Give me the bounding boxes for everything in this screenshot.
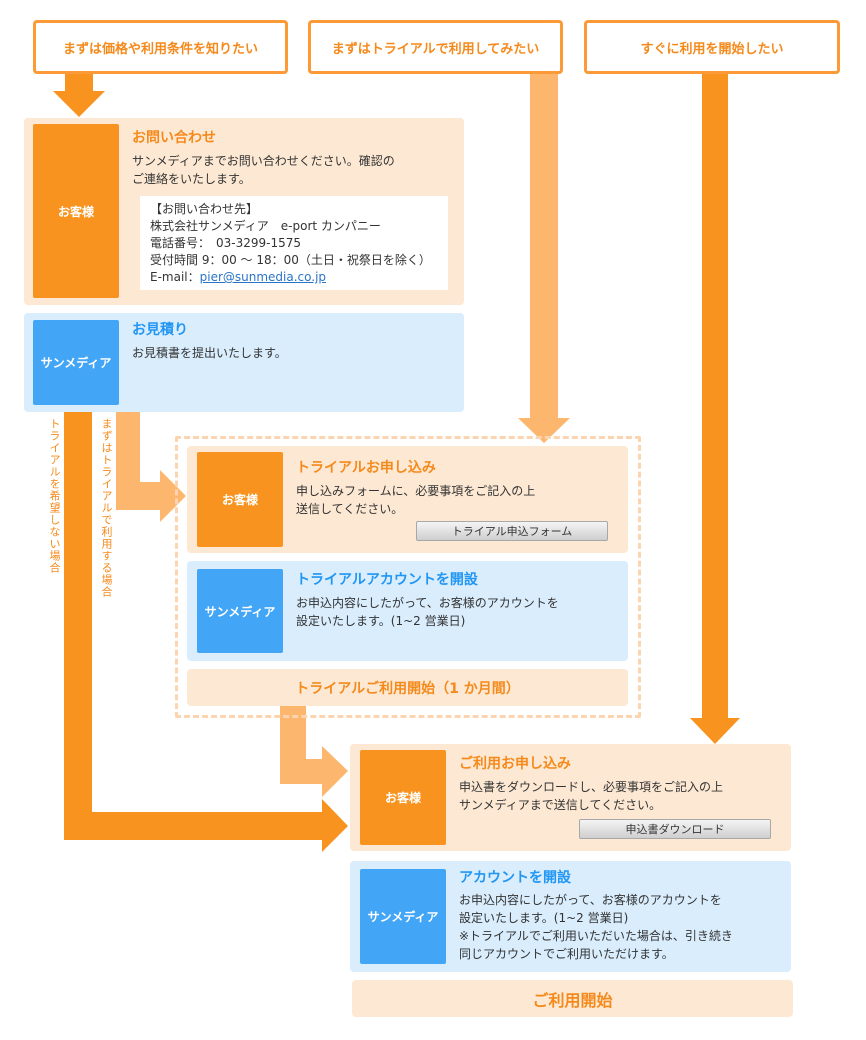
inquiry-title: お問い合わせ	[132, 130, 216, 146]
start-band: ご利用開始	[352, 980, 793, 1017]
account-desc: お申込内容にしたがって、お客様のアカウントを 設定いたします。(1~2 営業日)…	[459, 893, 733, 961]
role-customer: お客様	[197, 452, 283, 547]
trial-start-band: トライアルご利用開始（1 か月間）	[187, 669, 628, 706]
trial-account-desc: お申込内容にしたがって、お客様のアカウントを 設定いたします。(1~2 営業日)	[296, 596, 559, 628]
inquiry-panel: お客様 お問い合わせ サンメディアまでお問い合わせください。確認の ご連絡をいた…	[24, 118, 464, 305]
inquiry-desc: サンメディアまでお問い合わせください。確認の ご連絡をいたします。	[132, 154, 395, 186]
role-sunmedia: サンメディア	[197, 569, 283, 653]
role-customer: お客様	[360, 750, 446, 845]
option-trial-button[interactable]: まずはトライアルで利用してみたい	[308, 20, 563, 74]
role-sunmedia: サンメディア	[33, 320, 119, 405]
role-customer: お客様	[33, 124, 119, 298]
trial-account-title: トライアルアカウントを開設	[296, 572, 478, 588]
trial-apply-panel: お客様 トライアルお申し込み 申し込みフォームに、必要事項をご記入の上 送信して…	[187, 446, 628, 553]
contact-phone: 電話番号： 03-3299-1575	[150, 236, 302, 250]
apply-panel: お客様 ご利用お申し込み 申込書をダウンロードし、必要事項をご記入の上 サンメデ…	[350, 744, 791, 851]
trial-form-button[interactable]: トライアル申込フォーム	[416, 521, 608, 541]
contact-box: 【お問い合わせ先】 株式会社サンメディア e-port カンパニー 電話番号： …	[140, 196, 448, 290]
arrow-trial-to-apply	[280, 706, 348, 797]
estimate-desc: お見積書を提出いたします。	[132, 346, 287, 360]
arrow-estimate-to-trial	[116, 411, 186, 522]
estimate-panel: サンメディア お見積り お見積書を提出いたします。	[24, 313, 464, 412]
contact-line: 【お問い合わせ先】	[150, 202, 259, 216]
option-direct-button[interactable]: すぐに利用を開始したい	[584, 20, 840, 74]
apply-title: ご利用お申し込み	[459, 756, 571, 772]
arrow-trial-down	[518, 73, 570, 443]
download-form-button[interactable]: 申込書ダウンロード	[579, 819, 771, 839]
trial-group	[175, 436, 641, 718]
arrow-direct-down	[690, 73, 740, 744]
arrow-price-down	[53, 73, 105, 117]
label-trial: まずはトライアルで利用する場合	[100, 418, 113, 598]
contact-hours: 受付時間 9：00 ～ 18：00（土日・祝祭日を除く）	[150, 253, 431, 267]
trial-apply-desc: 申し込みフォームに、必要事項をご記入の上 送信してください。	[296, 484, 536, 516]
account-panel: サンメディア アカウントを開設 お申込内容にしたがって、お客様のアカウントを 設…	[350, 861, 791, 972]
option-price-button[interactable]: まずは価格や利用条件を知りたい	[33, 20, 288, 74]
estimate-title: お見積り	[132, 322, 188, 338]
trial-account-panel: サンメディア トライアルアカウントを開設 お申込内容にしたがって、お客様のアカウ…	[187, 561, 628, 661]
email-link[interactable]: pier@sunmedia.co.jp	[199, 270, 327, 284]
email-label: E-mail：	[150, 270, 200, 284]
role-sunmedia: サンメディア	[360, 869, 446, 964]
contact-email-row: E-mail：pier@sunmedia.co.jp	[150, 269, 438, 286]
label-no-trial: トライアルを希望しない場合	[48, 418, 61, 574]
trial-apply-title: トライアルお申し込み	[296, 460, 436, 476]
apply-desc: 申込書をダウンロードし、必要事項をご記入の上 サンメディアまで送信してください。	[459, 780, 724, 812]
account-title: アカウントを開設	[459, 870, 571, 886]
contact-company: 株式会社サンメディア e-port カンパニー	[150, 219, 381, 233]
